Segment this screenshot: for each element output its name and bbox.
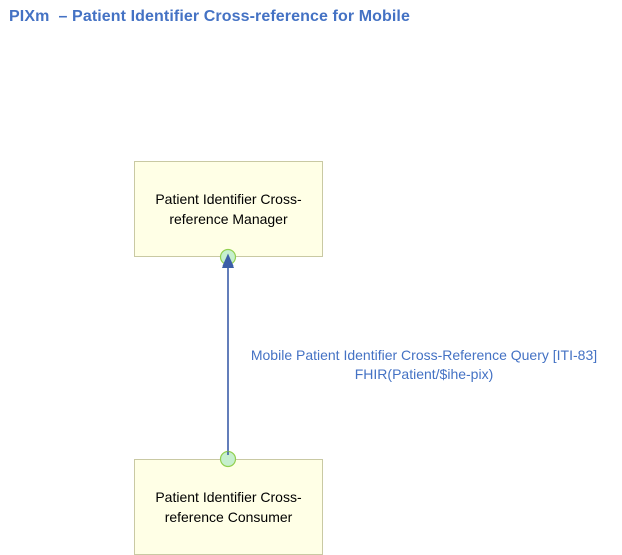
diagram-title: PIXm – Patient Identifier Cross-referenc… [9,8,410,25]
transaction-label: Mobile Patient Identifier Cross-Referenc… [232,346,616,384]
actor-box-manager: Patient Identifier Cross-reference Manag… [134,161,323,257]
manager-endpoint-arrow-icon [222,253,234,266]
transaction-mapping: FHIR(Patient/$ihe-pix) [354,366,494,382]
actor-label-manager: Patient Identifier Cross-reference Manag… [155,191,302,227]
actor-label-consumer: Patient Identifier Cross-reference Consu… [155,489,302,525]
transaction-name: Mobile Patient Identifier Cross-Referenc… [250,347,598,363]
